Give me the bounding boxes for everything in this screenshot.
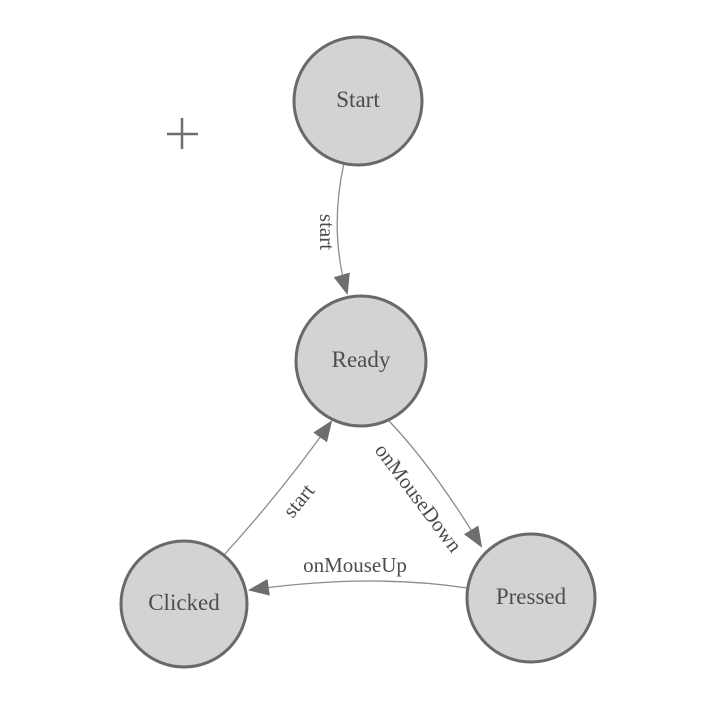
edge-label-onmousedown: onMouseDown — [370, 439, 467, 557]
node-label-pressed: Pressed — [496, 584, 567, 609]
node-label-ready: Ready — [332, 347, 391, 372]
edge-label-start: start — [315, 214, 339, 250]
state-node-ready[interactable]: Ready — [294, 294, 428, 428]
edge-clicked-to-ready[interactable] — [223, 420, 333, 556]
node-label-start: Start — [336, 87, 380, 112]
node-circle[interactable] — [119, 539, 249, 669]
state-node-clicked[interactable]: Clicked — [119, 539, 249, 669]
state-node-start[interactable]: Start — [292, 35, 424, 167]
edge-start-to-ready[interactable] — [333, 162, 350, 296]
edge-ready-to-pressed[interactable] — [388, 420, 483, 548]
state-node-pressed[interactable]: Pressed — [465, 532, 597, 664]
node-circle[interactable] — [294, 294, 428, 428]
node-circle[interactable] — [292, 35, 424, 167]
node-circle[interactable] — [465, 532, 597, 664]
edge-label-onmouseup: onMouseUp — [303, 553, 407, 577]
crosshair-cursor — [167, 118, 198, 149]
node-label-clicked: Clicked — [148, 590, 220, 615]
edge-pressed-to-clicked[interactable] — [247, 578, 468, 596]
